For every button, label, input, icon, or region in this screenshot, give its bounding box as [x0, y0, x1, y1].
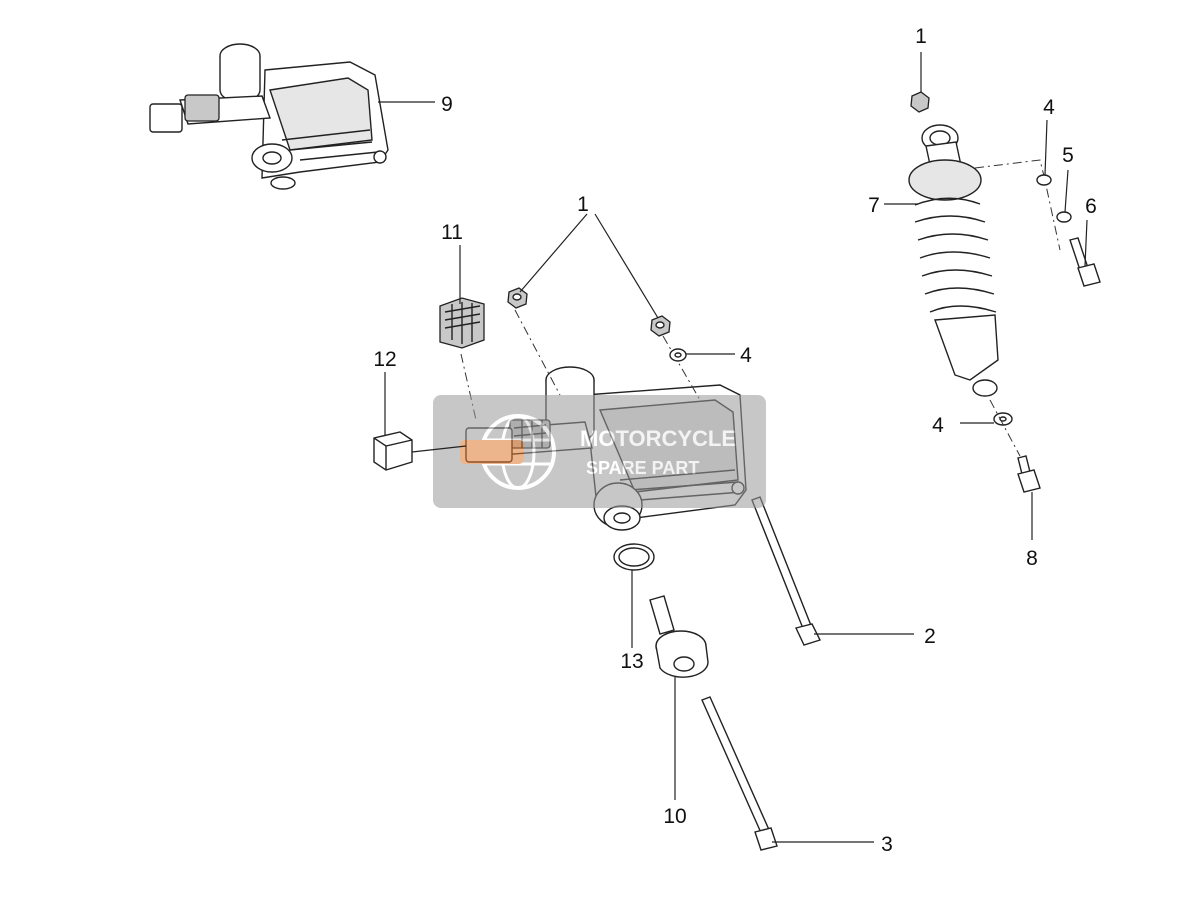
callout-4-shock-top: 4 — [1043, 96, 1055, 119]
callout-7: 7 — [868, 194, 880, 217]
callout-8: 8 — [1026, 547, 1038, 570]
callout-11: 11 — [441, 221, 463, 244]
callout-13: 13 — [620, 650, 643, 673]
callout-12: 12 — [373, 348, 396, 371]
callout-4-shock-bottom: 4 — [932, 414, 944, 437]
callout-5: 5 — [1062, 144, 1074, 167]
end-cap-part — [373, 431, 413, 471]
o-ring-13 — [613, 543, 655, 571]
linkage-assembly-small — [149, 43, 389, 190]
callouts: 1 1 2 3 4 4 4 5 6 7 8 9 10 11 12 13 — [373, 25, 1097, 856]
callout-1-main: 1 — [577, 193, 589, 216]
leader-lines — [378, 52, 1088, 843]
watermark-line2: SPARE PART — [586, 458, 699, 478]
rubber-block-part — [439, 297, 485, 421]
washer-shock-bottom — [993, 412, 1013, 426]
washer-shock-top-1 — [1036, 174, 1052, 186]
watermark-line1: MOTORCYCLE — [580, 426, 736, 451]
callout-3: 3 — [881, 833, 893, 856]
washer-shock-top-2 — [1056, 211, 1072, 223]
nut-right — [650, 315, 671, 337]
nut-left — [507, 287, 528, 309]
watermark: MOTORCYCLE SPARE PART — [433, 395, 766, 508]
long-bolt-3 — [701, 696, 778, 851]
callout-10: 10 — [663, 805, 686, 828]
callout-2: 2 — [924, 625, 936, 648]
bolt-8 — [989, 399, 1041, 493]
washer-main — [669, 348, 687, 362]
bolt-6 — [1069, 237, 1101, 287]
callout-1-shock: 1 — [915, 25, 927, 48]
callout-9: 9 — [441, 93, 453, 116]
callout-6: 6 — [1085, 195, 1097, 218]
bushing-10 — [649, 595, 709, 678]
long-bolt-2 — [751, 496, 821, 646]
callout-4-main: 4 — [740, 344, 752, 367]
shock-absorber — [908, 91, 1061, 397]
